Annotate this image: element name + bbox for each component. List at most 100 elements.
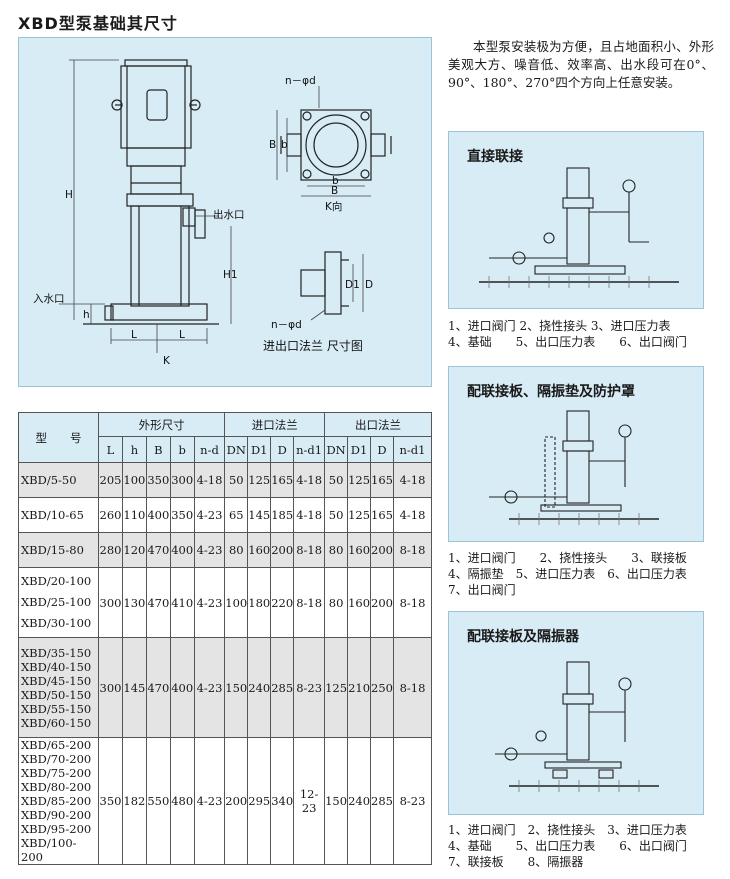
value-cell: 280 [98,532,123,568]
value-cell: 205 [98,462,123,498]
value-cell: 160 [247,532,272,568]
value-cell: 200 [270,532,295,568]
plate-isolator-drawing [495,661,659,792]
header-sub: B [145,436,171,463]
header-sub: D [370,436,394,463]
model-name: XBD/75-200 [21,766,92,780]
label-n-phi-d-bottom: n－φd [271,319,302,331]
header-sub: n-d1 [392,436,433,463]
intro-paragraph: 本型泵安装极为方便，且占地面积小、外形美观大方、噪音低、效率高、出水段可在0°、… [448,39,714,90]
label-b-bottom: b [332,175,339,187]
label-K-direction: K向 [325,200,342,213]
header-sub: DN [224,436,249,463]
value-cell: 350 [169,497,195,533]
header-sub: D1 [247,436,272,463]
model-name: XBD/70-200 [21,752,92,766]
value-cell: 125 [347,497,372,533]
value-cell: 210 [347,637,372,738]
value-cell: 125 [324,637,349,738]
value-cell: 240 [247,637,272,738]
value-cell: 80 [324,532,349,568]
header-group: 外形尺寸 [98,412,226,437]
value-cell: 50 [324,462,349,498]
model-name: XBD/50-150 [21,687,92,702]
legend-line: 1、进口阀门 2、挠性接头 3、联接板 [448,551,687,565]
value-cell: 50 [324,497,349,533]
label-D1: D1 [345,279,360,291]
value-cell: 165 [270,462,295,498]
header-sub: L [98,436,123,463]
value-cell: 350 [145,462,171,498]
panel-plate-isolator: 配联接板及隔振器 [448,611,704,815]
value-cell: 80 [224,532,249,568]
header-sub: D1 [347,436,372,463]
plate-pad-guard-drawing [489,410,659,525]
value-cell: 470 [145,567,171,638]
value-cell: 160 [347,532,372,568]
value-cell: 165 [370,462,394,498]
value-cell: 4-23 [193,532,226,568]
value-cell: 8-18 [293,532,326,568]
value-cell: 185 [270,497,295,533]
model-name: XBD/85-200 [21,794,92,808]
value-cell: 200 [370,567,394,638]
value-cell: 8-18 [392,567,433,638]
value-cell: 150 [224,637,249,738]
value-cell: 200 [224,737,249,865]
value-cell: 12-23 [293,737,326,865]
value-cell: 470 [145,532,171,568]
value-cell: 160 [347,567,372,638]
value-cell: 100 [224,567,249,638]
header-sub: b [169,436,195,463]
value-cell: 4-18 [293,497,326,533]
value-cell: 80 [324,567,349,638]
model-cell: XBD/5-50 [17,462,100,498]
header-group: 进口法兰 [224,412,326,437]
flange-caption: 进出口法兰 尺寸图 [263,339,363,353]
model-name: XBD/5-50 [21,473,77,487]
legend-plate-pad-guard: 1、进口阀门 2、挠性接头 3、联接板 4、隔振垫 5、进口压力表 6、出口压力… [448,550,718,598]
header-sub: D [270,436,295,463]
value-cell: 300 [98,567,123,638]
panel-plate-pad-guard: 配联接板、隔振垫及防护罩 [448,366,704,542]
legend-line: 4、基础 5、出口压力表 6、出口阀门 [448,839,687,853]
model-name: XBD/30-100 [21,616,92,630]
value-cell: 65 [224,497,249,533]
model-name: XBD/100-200 [21,836,77,864]
value-cell: 285 [370,737,394,865]
model-cell: XBD/10-65 [17,497,100,533]
label-K: K [163,355,171,367]
header-sub: h [121,436,147,463]
model-name: XBD/95-200 [21,822,92,836]
direct-connection-drawing [479,167,679,288]
value-cell: 8-18 [392,532,433,568]
value-cell: 8-18 [392,637,433,738]
value-cell: 100 [121,462,147,498]
value-cell: 470 [145,637,171,738]
value-cell: 340 [270,737,295,865]
pump-dimension-diagram: n－φd 出水口 入水口 H H1 h L L K B b b B K向 D1 … [18,37,432,387]
value-cell: 125 [247,462,272,498]
value-cell: 300 [169,462,195,498]
value-cell: 400 [145,497,171,533]
value-cell: 145 [121,637,147,738]
value-cell: 182 [121,737,147,865]
value-cell: 8-18 [293,567,326,638]
legend-line: 4、基础 5、出口压力表 6、出口阀门 [448,335,687,349]
label-inlet: 入水口 [33,293,65,305]
value-cell: 150 [324,737,349,865]
value-cell: 4-23 [193,737,226,865]
model-name: XBD/10-65 [21,508,84,522]
header-group: 出口法兰 [324,412,432,437]
panel-title: 直接联接 [467,149,523,165]
value-cell: 220 [270,567,295,638]
legend-line: 4、隔振垫 5、进口压力表 6、出口压力表 [448,567,687,581]
pump-drawing: n－φd 出水口 入水口 H H1 h L L K B b b B K向 D1 … [33,59,392,367]
